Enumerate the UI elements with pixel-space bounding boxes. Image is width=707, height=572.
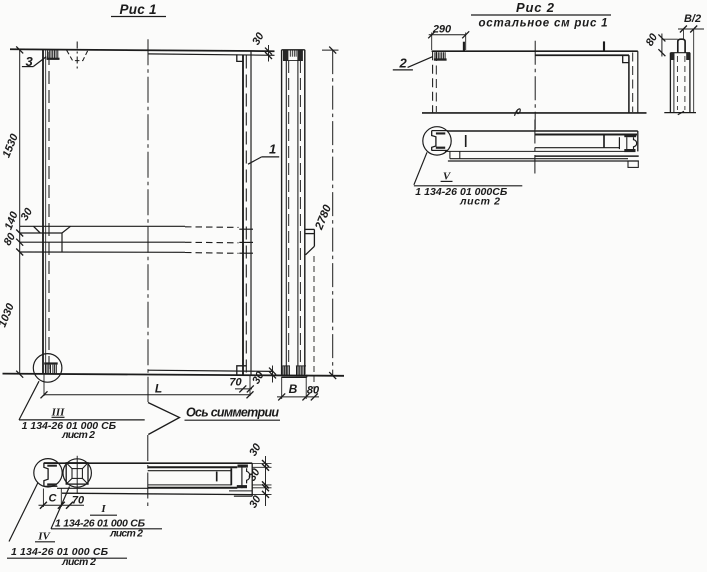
svg-text:1: 1 [269, 142, 276, 157]
svg-text:В: В [289, 382, 298, 396]
svg-text:V: V [443, 171, 452, 183]
svg-text:Рис 2: Рис 2 [516, 0, 555, 15]
svg-text:С: С [49, 493, 58, 505]
svg-text:лист 2: лист 2 [109, 527, 143, 539]
svg-text:1 134-26 01 000 СБ: 1 134-26 01 000 СБ [22, 420, 117, 432]
svg-text:290: 290 [432, 24, 452, 36]
svg-text:Рис 1: Рис 1 [120, 2, 157, 17]
svg-text:лист 2: лист 2 [61, 429, 95, 441]
svg-text:лист 2: лист 2 [61, 556, 96, 568]
svg-text:Ось симметрии: Ось симметрии [186, 406, 279, 420]
svg-text:IV: IV [37, 531, 51, 543]
svg-text:3: 3 [26, 54, 34, 69]
svg-text:I: I [100, 503, 106, 515]
svg-text:80: 80 [307, 385, 320, 397]
svg-text:1 134-26 01 000СБ: 1 134-26 01 000СБ [415, 186, 508, 198]
svg-text:70: 70 [229, 377, 242, 389]
svg-text:70: 70 [72, 495, 85, 507]
svg-text:2: 2 [399, 56, 408, 71]
svg-text:L: L [155, 382, 162, 396]
svg-text:1 134-26 01 000 СБ: 1 134-26 01 000 СБ [55, 517, 146, 529]
svg-text:III: III [51, 407, 66, 419]
svg-text:остальное см рис 1: остальное см рис 1 [479, 18, 608, 30]
svg-text:лист 2: лист 2 [459, 195, 500, 207]
svg-text:1 134-26 01 000 СБ: 1 134-26 01 000 СБ [11, 546, 109, 558]
svg-text:В/2: В/2 [684, 13, 701, 25]
